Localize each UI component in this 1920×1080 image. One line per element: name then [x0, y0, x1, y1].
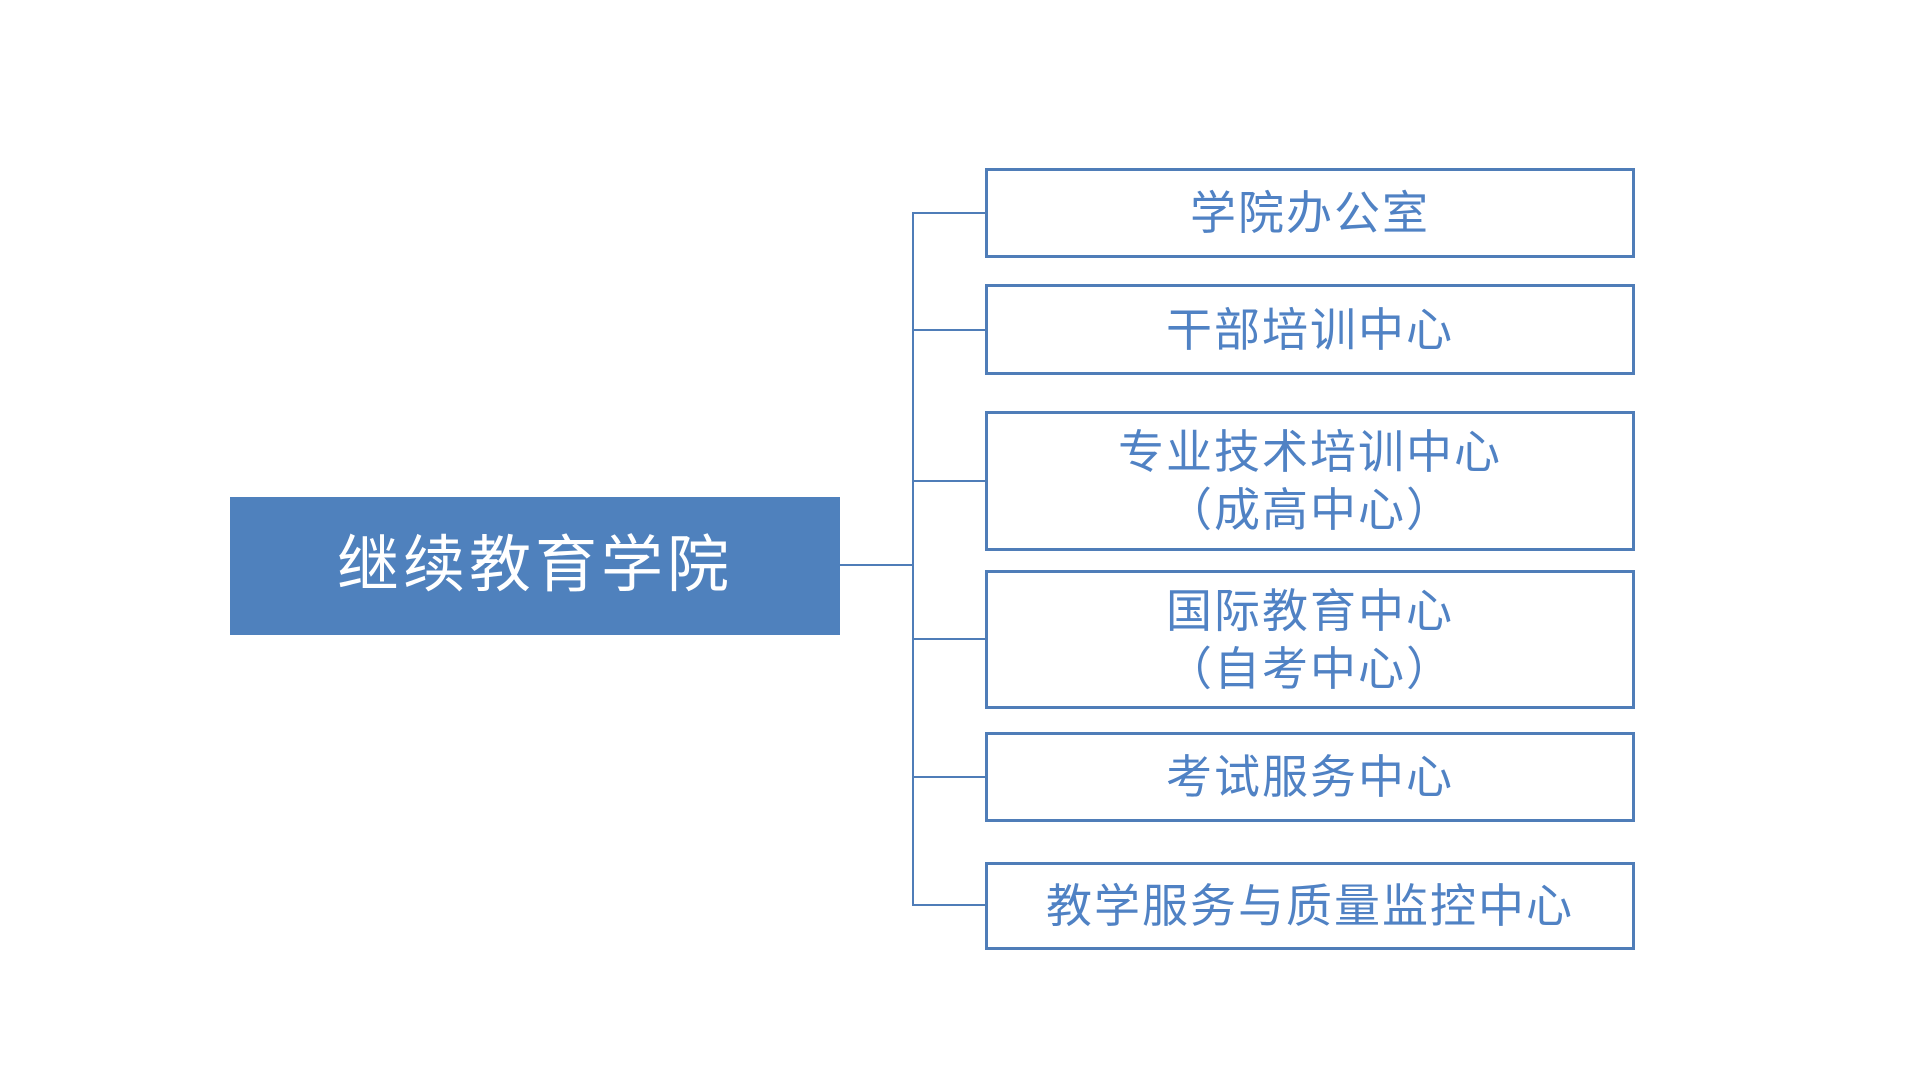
connector-root-link	[840, 564, 912, 566]
node-label-line-2: （自考中心）	[1166, 642, 1454, 695]
connector-branch-exam-service-center	[912, 776, 985, 778]
root-node-label: 继续教育学院	[336, 531, 733, 600]
connector-branch-college-office	[912, 212, 985, 214]
connector-branch-teaching-service-quality-monitoring-center	[912, 904, 985, 906]
node-label: 干部培训中心	[1166, 303, 1454, 356]
node-teaching-service-quality-monitoring-center: 教学服务与质量监控中心	[985, 862, 1635, 950]
node-label: 教学服务与质量监控中心	[1046, 880, 1574, 932]
node-international-education-center: 国际教育中心 （自考中心）	[985, 570, 1635, 709]
node-cadre-training-center: 干部培训中心	[985, 284, 1635, 375]
root-node-continuing-education-college: 继续教育学院	[230, 497, 840, 635]
node-exam-service-center: 考试服务中心	[985, 732, 1635, 822]
connector-branch-professional-technical-training-center	[912, 480, 985, 482]
node-label: 学院办公室	[1190, 187, 1430, 239]
node-label: 考试服务中心	[1166, 751, 1454, 803]
node-label-line-2: （成高中心）	[1166, 484, 1454, 536]
connector-trunk	[912, 212, 914, 906]
connector-branch-international-education-center	[912, 638, 985, 640]
node-label-line-1: 专业技术培训中心	[1118, 426, 1502, 478]
connector-branch-cadre-training-center	[912, 329, 985, 331]
node-professional-technical-training-center: 专业技术培训中心 （成高中心）	[985, 411, 1635, 551]
node-college-office: 学院办公室	[985, 168, 1635, 258]
node-label-line-1: 国际教育中心	[1166, 584, 1454, 637]
